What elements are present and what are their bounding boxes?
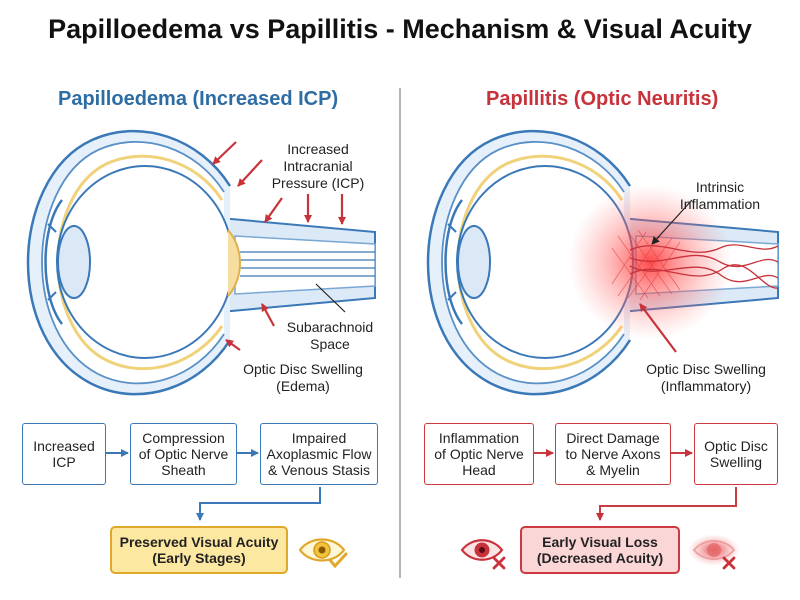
inflammatory-swelling-arrow [639,303,677,353]
eye-check-icon [298,538,348,569]
blurred-eye-cross-icon [688,534,740,570]
right-panel-title: Papillitis (Optic Neuritis) [486,88,719,110]
panel-divider [399,88,401,578]
visual-loss-result: Early Visual Loss (Decreased Acuity) [520,526,680,574]
flow-box-axoplasmic-flow: Impaired Axoplasmic Flow & Venous Stasis [260,423,378,485]
left-eye-illustration [26,129,376,396]
subarachnoid-label: Subarachnoid Space [286,319,374,352]
flow-box-increased-icp: Increased ICP [22,423,106,485]
left-disc-swelling-label: Optic Disc Swelling (Edema) [243,361,363,394]
right-disc-swelling-label: Optic Disc Swelling (Inflammatory) [646,361,766,394]
page-title: Papilloedema vs Papillitis - Mechanism &… [48,14,752,44]
inflammation-pointer [651,199,693,245]
flow-box-sheath-compression: Compression of Optic Nerve Sheath [130,423,237,485]
right-eye-illustration [426,129,779,396]
preserved-acuity-result: Preserved Visual Acuity (Early Stages) [110,526,288,574]
flow-box-nerve-head-inflammation: Inflammation of Optic Nerve Head [424,423,534,485]
right-flow-connectors [534,449,737,521]
left-panel-title: Papilloedema (Increased ICP) [58,88,339,110]
left-flow-connectors [106,449,321,521]
eye-cross-icon [460,539,506,570]
icp-arrows [212,141,346,351]
icp-label: Increased Intracranial Pressure (ICP) [271,141,365,191]
flow-box-disc-swelling: Optic Disc Swelling [694,423,778,485]
inflammation-label: Intrinsic Inflammation [679,179,761,212]
flow-box-axon-damage: Direct Damage to Nerve Axons & Myelin [555,423,671,485]
subarachnoid-pointer [315,283,346,313]
